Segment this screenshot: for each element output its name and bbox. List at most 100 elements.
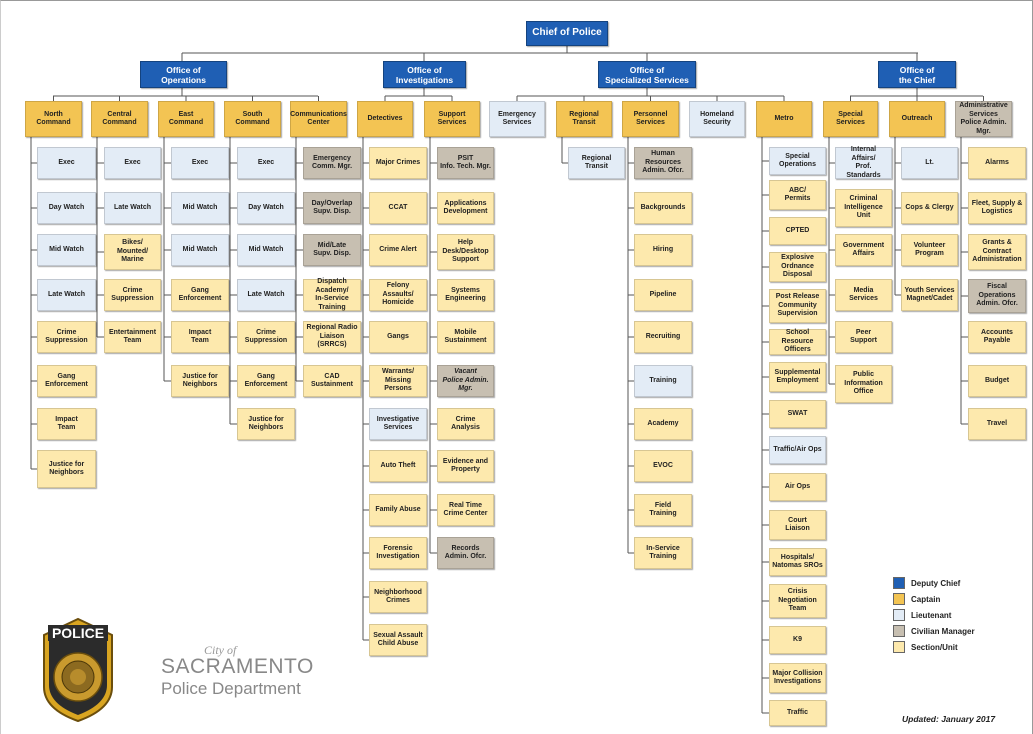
legend-row-captain: Captain [893,591,975,607]
unit-item-support-services: Records Admin. Ofcr. [437,537,494,569]
unit-item-east-command: Mid Watch [171,234,229,266]
badge-text: POLICE [52,625,104,641]
unit-item-personnel-services: Academy [634,408,692,440]
unit-item-north-command: Justice for Neighbors [37,450,96,488]
unit-item-communications-center: CAD Sustainment [303,365,361,397]
unit-item-regional-transit: Regional Transit [568,147,625,179]
unit-item-detectives: Felony Assaults/ Homicide [369,279,427,311]
unit-item-outreach: Youth Services Magnet/Cadet [901,279,958,311]
unit-item-detectives: CCAT [369,192,427,224]
unit-item-support-services: Vacant Police Admin. Mgr. [437,365,494,397]
unit-item-support-services: PSIT Info. Tech. Mgr. [437,147,494,179]
unit-header-east-command: East Command [158,101,214,137]
legend-label: Captain [911,594,941,604]
unit-item-personnel-services: Pipeline [634,279,692,311]
legend-label: Section/Unit [911,642,958,652]
unit-item-administrative-services: Fiscal Operations Admin. Ofcr. [968,279,1026,313]
unit-item-east-command: Gang Enforcement [171,279,229,311]
unit-header-metro: Metro [756,101,812,137]
legend-swatch [893,625,905,637]
unit-item-support-services: Systems Engineering [437,279,494,311]
unit-item-special-services: Government Affairs [835,234,892,266]
office-box-3: Office of Specialized Services [598,61,696,88]
unit-item-metro: Traffic [769,700,826,726]
unit-item-personnel-services: In-Service Training [634,537,692,569]
unit-item-detectives: Gangs [369,321,427,353]
unit-item-north-command: Gang Enforcement [37,365,96,397]
unit-item-central-command: Exec [104,147,161,179]
unit-item-south-command: Justice for Neighbors [237,408,295,440]
unit-item-metro: Special Operations [769,147,826,175]
unit-item-administrative-services: Grants & Contract Administration [968,234,1026,270]
unit-item-metro: K9 [769,626,826,654]
unit-item-administrative-services: Alarms [968,147,1026,179]
unit-item-detectives: Forensic Investigation [369,537,427,569]
unit-header-detectives: Detectives [357,101,413,137]
office-box-2: Office of Investigations [383,61,466,88]
office-box-4: Office of the Chief [878,61,956,88]
unit-item-support-services: Help Desk/Desktop Support [437,234,494,270]
unit-item-north-command: Impact Team [37,408,96,440]
unit-item-north-command: Exec [37,147,96,179]
unit-item-support-services: Crime Analysis [437,408,494,440]
legend-row-lieutenant: Lieutenant [893,607,975,623]
city-of-text: City of [204,643,237,657]
unit-item-east-command: Justice for Neighbors [171,365,229,397]
unit-item-support-services: Evidence and Property [437,450,494,482]
unit-item-detectives: Major Crimes [369,147,427,179]
unit-item-metro: Supplemental Employment [769,362,826,392]
unit-item-south-command: Exec [237,147,295,179]
unit-item-special-services: Media Services [835,279,892,311]
unit-item-south-command: Crime Suppression [237,321,295,353]
unit-item-metro: Court Liaison [769,510,826,540]
unit-item-personnel-services: EVOC [634,450,692,482]
unit-item-personnel-services: Training [634,365,692,397]
unit-item-south-command: Day Watch [237,192,295,224]
unit-item-personnel-services: Hiring [634,234,692,266]
unit-item-communications-center: Dispatch Academy/ In-Service Training [303,278,361,311]
department-name: Police Department [161,679,301,698]
unit-item-metro: Major Collision Investigations [769,663,826,693]
unit-item-support-services: Real Time Crime Center [437,494,494,526]
legend-swatch [893,593,905,605]
unit-item-metro: Explosive Ordnance Disposal [769,252,826,282]
unit-header-emergency-services: Emergency Services [489,101,545,137]
legend-label: Deputy Chief [911,578,961,588]
unit-item-south-command: Late Watch [237,279,295,311]
unit-item-personnel-services: Recruiting [634,321,692,353]
unit-item-north-command: Mid Watch [37,234,96,266]
legend-swatch [893,609,905,621]
unit-item-metro: ABC/ Permits [769,180,826,210]
unit-header-special-services: Special Services [823,101,878,137]
unit-header-support-services: Support Services [424,101,480,137]
unit-item-north-command: Late Watch [37,279,96,311]
unit-item-detectives: Crime Alert [369,234,427,266]
unit-header-communications-center: Communications Center [290,101,347,137]
unit-item-communications-center: Emergency Comm. Mgr. [303,147,361,179]
unit-item-metro: School Resource Officers [769,329,826,355]
unit-item-detectives: Investigative Services [369,408,427,440]
unit-item-special-services: Internal Affairs/ Prof. Standards [835,146,892,179]
unit-item-detectives: Neighborhood Crimes [369,581,427,613]
unit-item-central-command: Entertainment Team [104,321,161,353]
unit-item-personnel-services: Field Training [634,494,692,526]
unit-item-communications-center: Day/Overlap Supv. Disp. [303,192,361,224]
unit-header-administrative-services: Administrative Services Police Admin. Mg… [955,101,1012,137]
legend-row-civilian-manager: Civilian Manager [893,623,975,639]
unit-item-east-command: Impact Team [171,321,229,353]
unit-item-detectives: Auto Theft [369,450,427,482]
unit-item-north-command: Day Watch [37,192,96,224]
unit-item-administrative-services: Budget [968,365,1026,397]
unit-item-metro: Air Ops [769,473,826,501]
unit-header-north-command: North Command [25,101,82,137]
unit-item-metro: Traffic/Air Ops [769,436,826,464]
unit-item-special-services: Public Information Office [835,365,892,403]
legend-swatch [893,641,905,653]
city-name: SACRAMENTO [161,655,314,678]
unit-item-east-command: Exec [171,147,229,179]
unit-header-outreach: Outreach [889,101,945,137]
unit-item-support-services: Mobile Sustainment [437,321,494,353]
unit-item-special-services: Criminal Intelligence Unit [835,189,892,227]
unit-header-homeland-security: Homeland Security [689,101,745,137]
unit-item-special-services: Peer Support [835,321,892,353]
